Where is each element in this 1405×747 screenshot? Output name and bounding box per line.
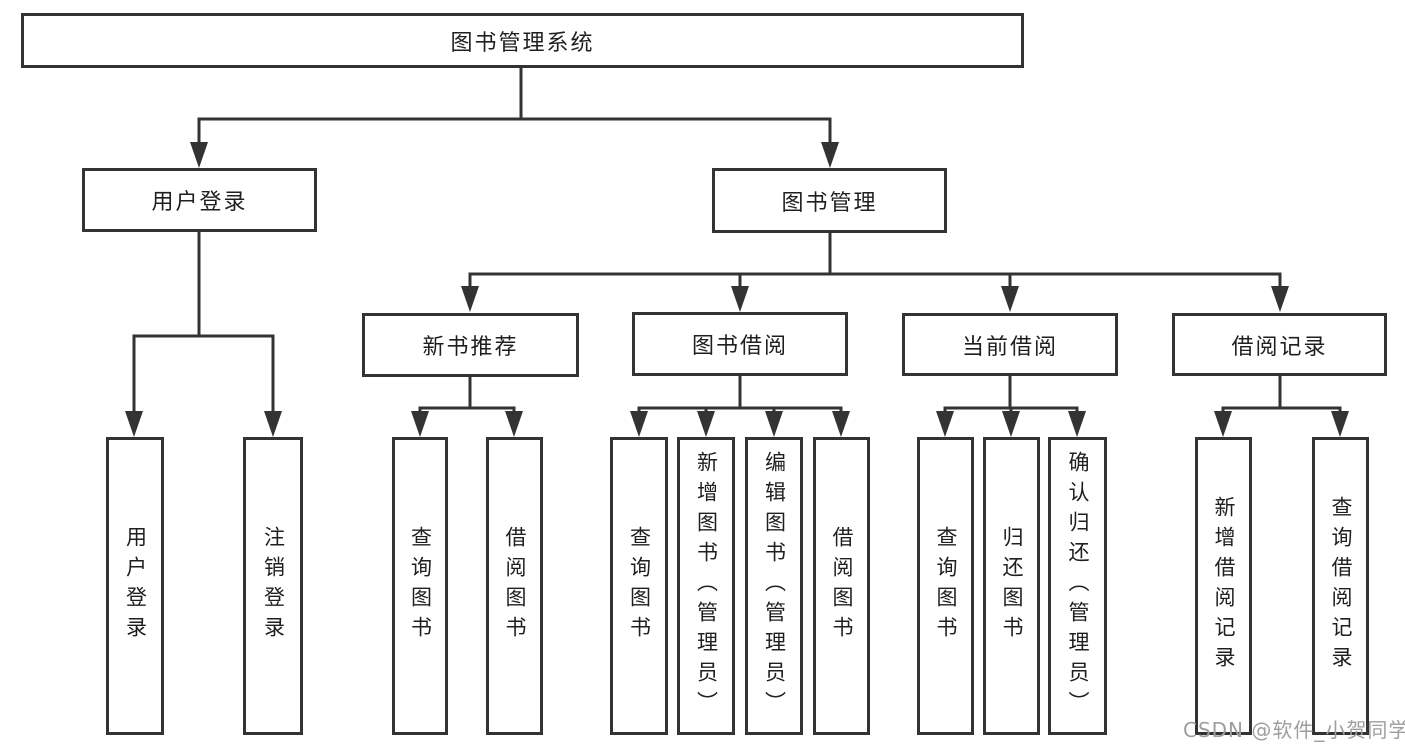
leaf-borrow-books-2-label: 借阅图书: [830, 526, 854, 646]
leaf-logout-label: 注销登录: [261, 526, 286, 646]
leaf-query-borrow-record-label: 查询借阅记录: [1329, 496, 1353, 676]
leaf-add-borrow-record-label: 新增借阅记录: [1212, 496, 1236, 676]
leaf-query-books-1-label: 查询图书: [408, 526, 433, 646]
node-book-management: 图书管理: [712, 168, 947, 233]
leaf-add-borrow-record: 新增借阅记录: [1195, 437, 1252, 735]
leaf-query-borrow-record: 查询借阅记录: [1312, 437, 1369, 735]
node-new-book-recommend: 新书推荐: [362, 313, 579, 377]
leaf-query-books-2-label: 查询图书: [627, 526, 652, 646]
leaf-logout: 注销登录: [243, 437, 303, 735]
leaf-return-books: 归还图书: [983, 437, 1040, 735]
leaf-confirm-return-admin-label: 确认归还（管理员）: [1066, 451, 1090, 721]
csdn-watermark: CSDN @软件_小贺同学: [1183, 718, 1405, 742]
leaf-confirm-return-admin: 确认归还（管理员）: [1048, 437, 1107, 735]
leaf-return-books-label: 归还图书: [1000, 526, 1024, 646]
leaf-borrow-books-1-label: 借阅图书: [503, 526, 527, 646]
leaf-add-book-admin-label: 新增图书（管理员）: [694, 451, 719, 721]
leaf-edit-book-admin-label: 编辑图书（管理员）: [762, 451, 787, 721]
leaf-add-book-admin: 新增图书（管理员）: [677, 437, 735, 735]
node-current-borrow: 当前借阅: [902, 313, 1118, 376]
node-book-borrow: 图书借阅: [632, 312, 848, 376]
leaf-query-books-3: 查询图书: [917, 437, 974, 735]
node-library-system: 图书管理系统: [21, 13, 1024, 68]
leaf-borrow-books-1: 借阅图书: [486, 437, 543, 735]
node-borrow-records: 借阅记录: [1172, 313, 1387, 376]
leaf-user-login: 用户登录: [106, 437, 164, 735]
leaf-query-books-3-label: 查询图书: [934, 526, 958, 646]
node-user-login: 用户登录: [82, 168, 317, 232]
leaf-query-books-1: 查询图书: [392, 437, 448, 735]
leaf-edit-book-admin: 编辑图书（管理员）: [745, 437, 803, 735]
leaf-query-books-2: 查询图书: [610, 437, 668, 735]
leaf-user-login-label: 用户登录: [123, 526, 148, 646]
leaf-borrow-books-2: 借阅图书: [813, 437, 870, 735]
